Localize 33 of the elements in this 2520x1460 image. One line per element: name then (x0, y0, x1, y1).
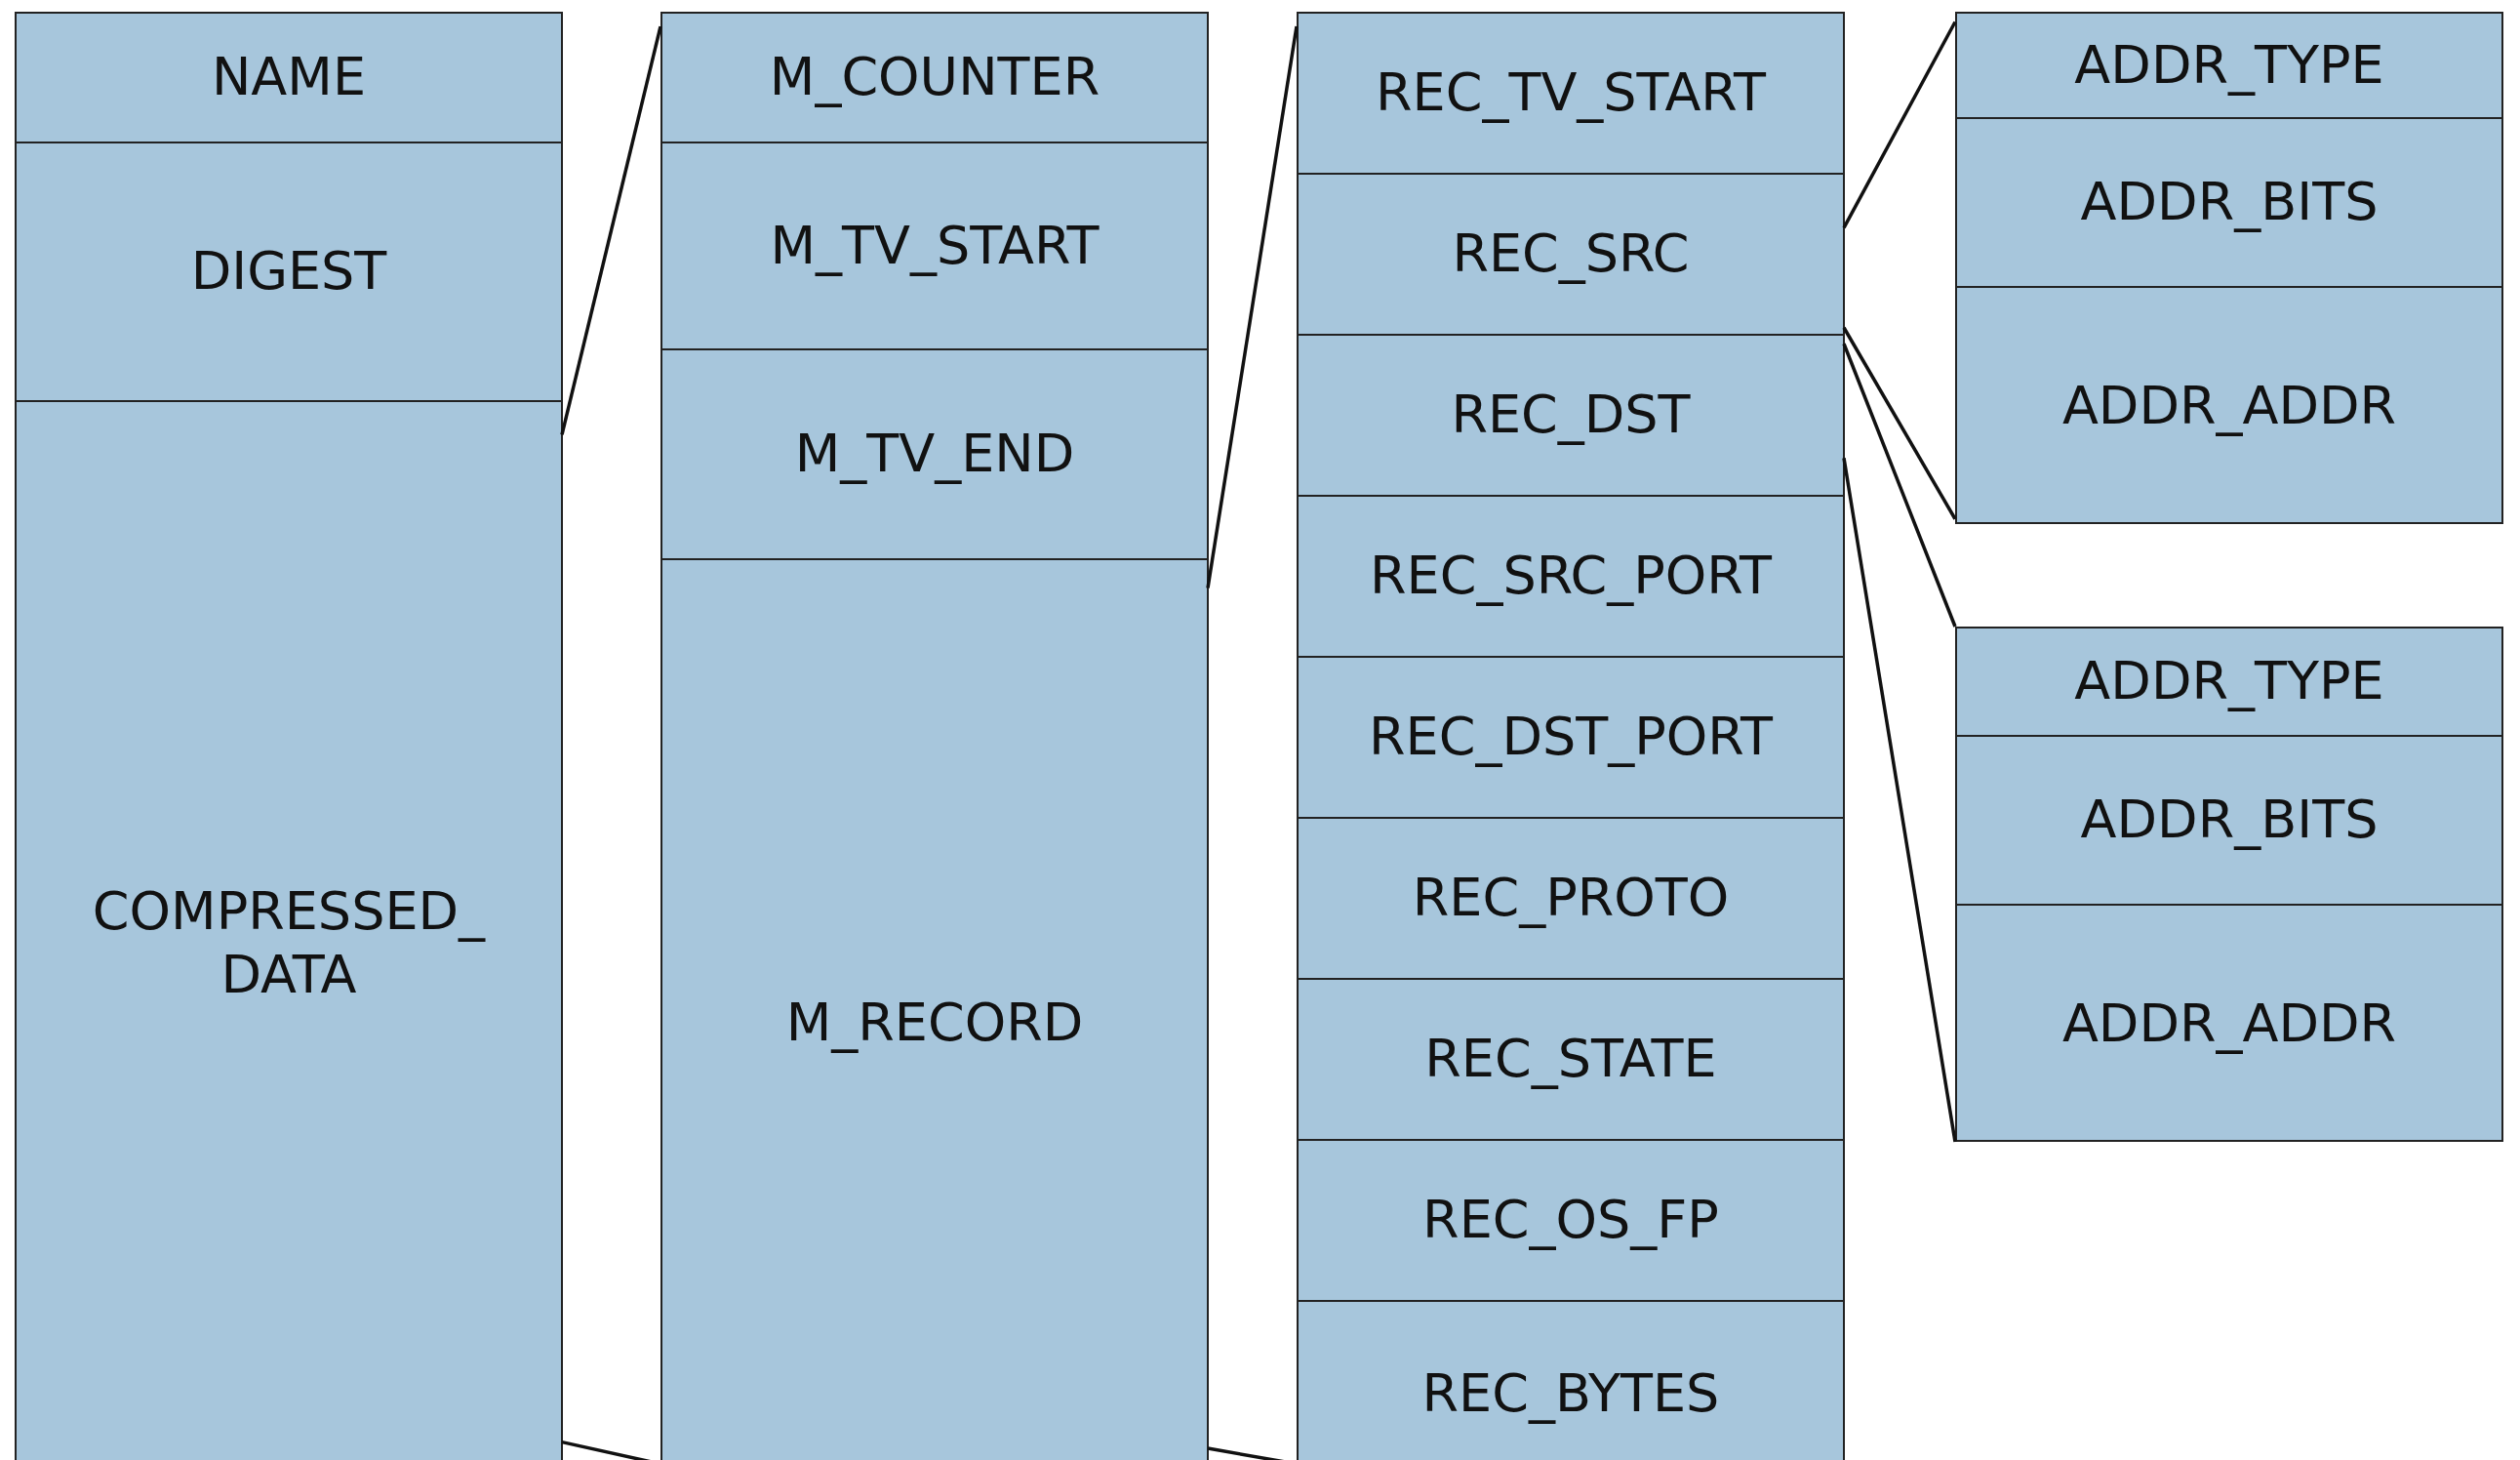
field-name: NAME (211, 46, 366, 109)
field-name: ADDR_ADDR (2061, 374, 2397, 438)
field-name: REC_DST_PORT (1369, 706, 1773, 769)
structure-box (1297, 12, 1845, 1460)
field-name: REC_STATE (1424, 1028, 1717, 1091)
field-name: DIGEST (190, 240, 387, 304)
field-name: COMPRESSED_DATA (91, 880, 487, 1007)
connector-line (560, 25, 662, 435)
field-name: REC_BYTES (1421, 1361, 1720, 1426)
field-name: REC_TV_START (1376, 61, 1766, 125)
field-name: M_TV_END (794, 423, 1075, 486)
field-name: ADDR_BITS (2080, 789, 2379, 852)
field-name: ADDR_ADDR (2061, 992, 2397, 1056)
field-name: M_TV_START (770, 214, 1100, 278)
field-name: REC_SRC_PORT (1370, 545, 1772, 608)
connector-line (1842, 458, 1957, 1143)
field-name: ADDR_BITS (2080, 171, 2379, 234)
connector-line (1842, 20, 1957, 229)
structure-box (1955, 12, 2503, 524)
connector-line (1842, 326, 1957, 520)
structure-box (660, 12, 1209, 1460)
field-name: REC_DST (1451, 384, 1691, 447)
field-name: REC_SRC (1452, 223, 1690, 286)
connector-line (1206, 25, 1299, 588)
structure-box (1955, 627, 2503, 1142)
field-name: ADDR_TYPE (2074, 650, 2384, 713)
field-name: REC_OS_FP (1422, 1189, 1719, 1252)
field-name: REC_PROTO (1412, 867, 1730, 930)
field-name: M_COUNTER (769, 46, 1100, 109)
field-name: M_RECORD (785, 991, 1084, 1055)
field-name: ADDR_TYPE (2074, 33, 2384, 98)
structure-box (15, 12, 563, 1460)
connector-line (1842, 343, 1957, 628)
